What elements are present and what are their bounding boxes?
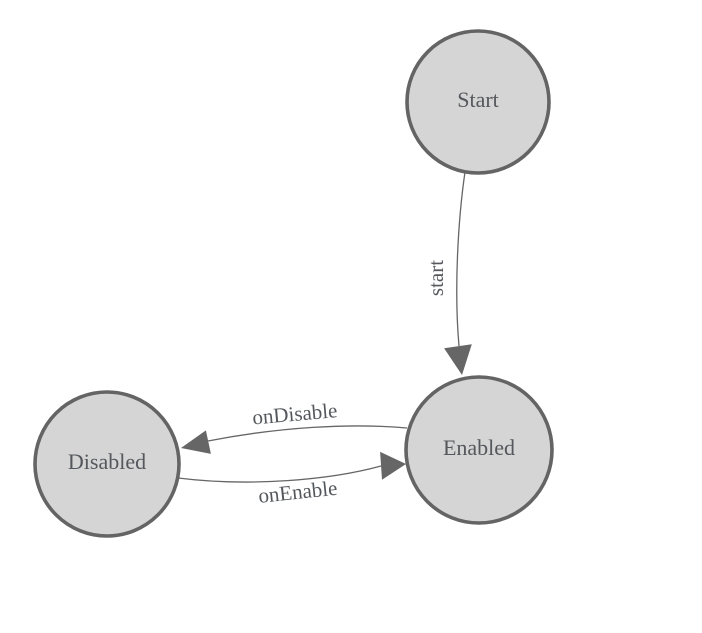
state-circle [405, 29, 551, 175]
arrowhead-icon [444, 344, 472, 375]
edge-label: start [424, 260, 448, 296]
state-node-disabled: Disabled [33, 390, 181, 538]
node-label: Start [457, 87, 499, 112]
state-circle [33, 390, 181, 538]
edge-label: onEnable [257, 476, 338, 508]
arrowhead-icon [380, 451, 406, 480]
state-node-start: Start [405, 29, 551, 175]
edge-line [177, 465, 382, 483]
edge-disabled-to-enabled: onEnable [177, 451, 406, 508]
edge-label: onDisable [251, 398, 338, 429]
edge-enabled-to-disabled: onDisable [181, 398, 408, 454]
edge-line [207, 425, 408, 442]
edge-start-to-enabled: start [424, 171, 472, 375]
edge-line [456, 171, 466, 347]
node-label: Enabled [443, 435, 515, 460]
arrowhead-icon [181, 430, 211, 454]
node-label: Disabled [68, 449, 146, 474]
state-circle [404, 375, 554, 525]
state-node-enabled: Enabled [404, 375, 554, 525]
